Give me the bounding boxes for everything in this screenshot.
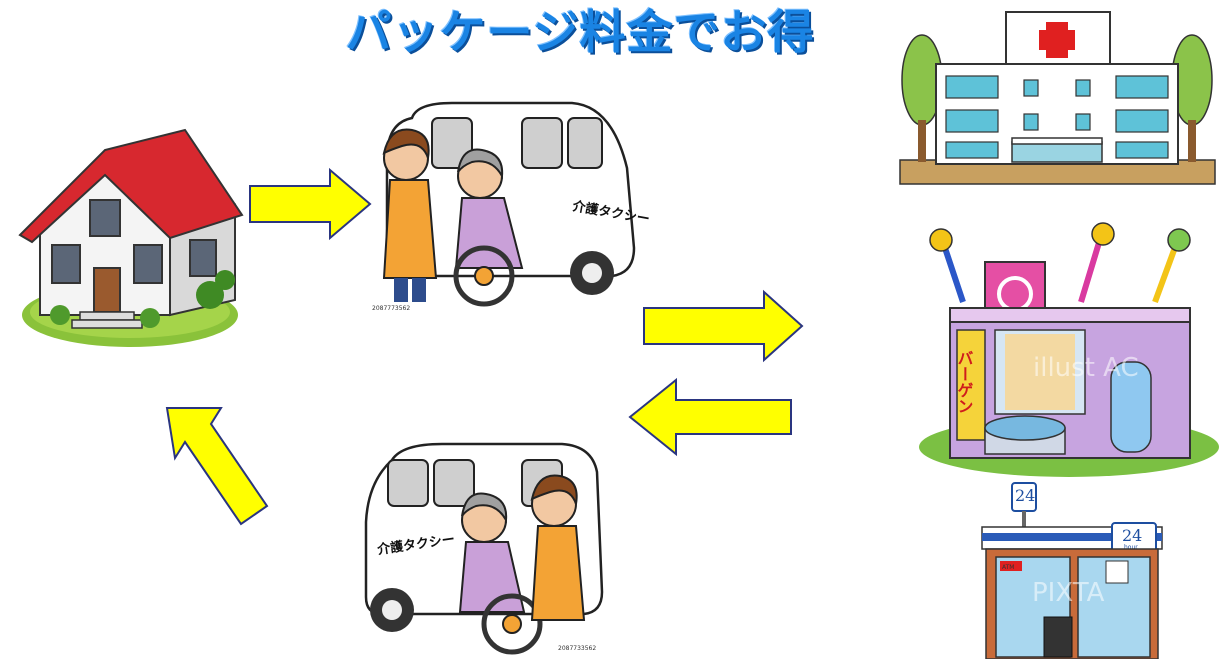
supermarket-illustration: バーゲン illust AC <box>919 222 1219 477</box>
van-top-stock-id: 2087773562 <box>372 305 410 312</box>
page-title: パッケージ料金でお得 <box>345 5 815 59</box>
supermarket-watermark: illust AC <box>1033 353 1139 383</box>
atm-label: ATM <box>1002 564 1014 571</box>
arrow-left <box>628 377 792 457</box>
arrow-right-2 <box>643 289 804 363</box>
care-taxi-van-bottom: 介護タクシー 2087733562 <box>364 442 604 655</box>
store-watermark: PIXTA <box>1032 578 1105 608</box>
arrow-right-1 <box>249 167 372 241</box>
bargain-sign: バーゲン <box>955 350 974 414</box>
hospital-illustration <box>899 11 1216 185</box>
house-illustration <box>18 128 244 347</box>
store-badge-sub: hour <box>1124 544 1138 551</box>
van-bottom-stock-id: 2087733562 <box>558 645 596 652</box>
care-taxi-van-top: 介護タクシー 2087773562 <box>372 101 651 312</box>
convenience-store-illustration: 24 24 hour ATM PIXTA <box>981 482 1163 659</box>
pole-badge-number: 24 <box>1015 486 1035 505</box>
arrow-up-left <box>165 407 269 526</box>
store-badge-number: 24 <box>1122 526 1142 545</box>
